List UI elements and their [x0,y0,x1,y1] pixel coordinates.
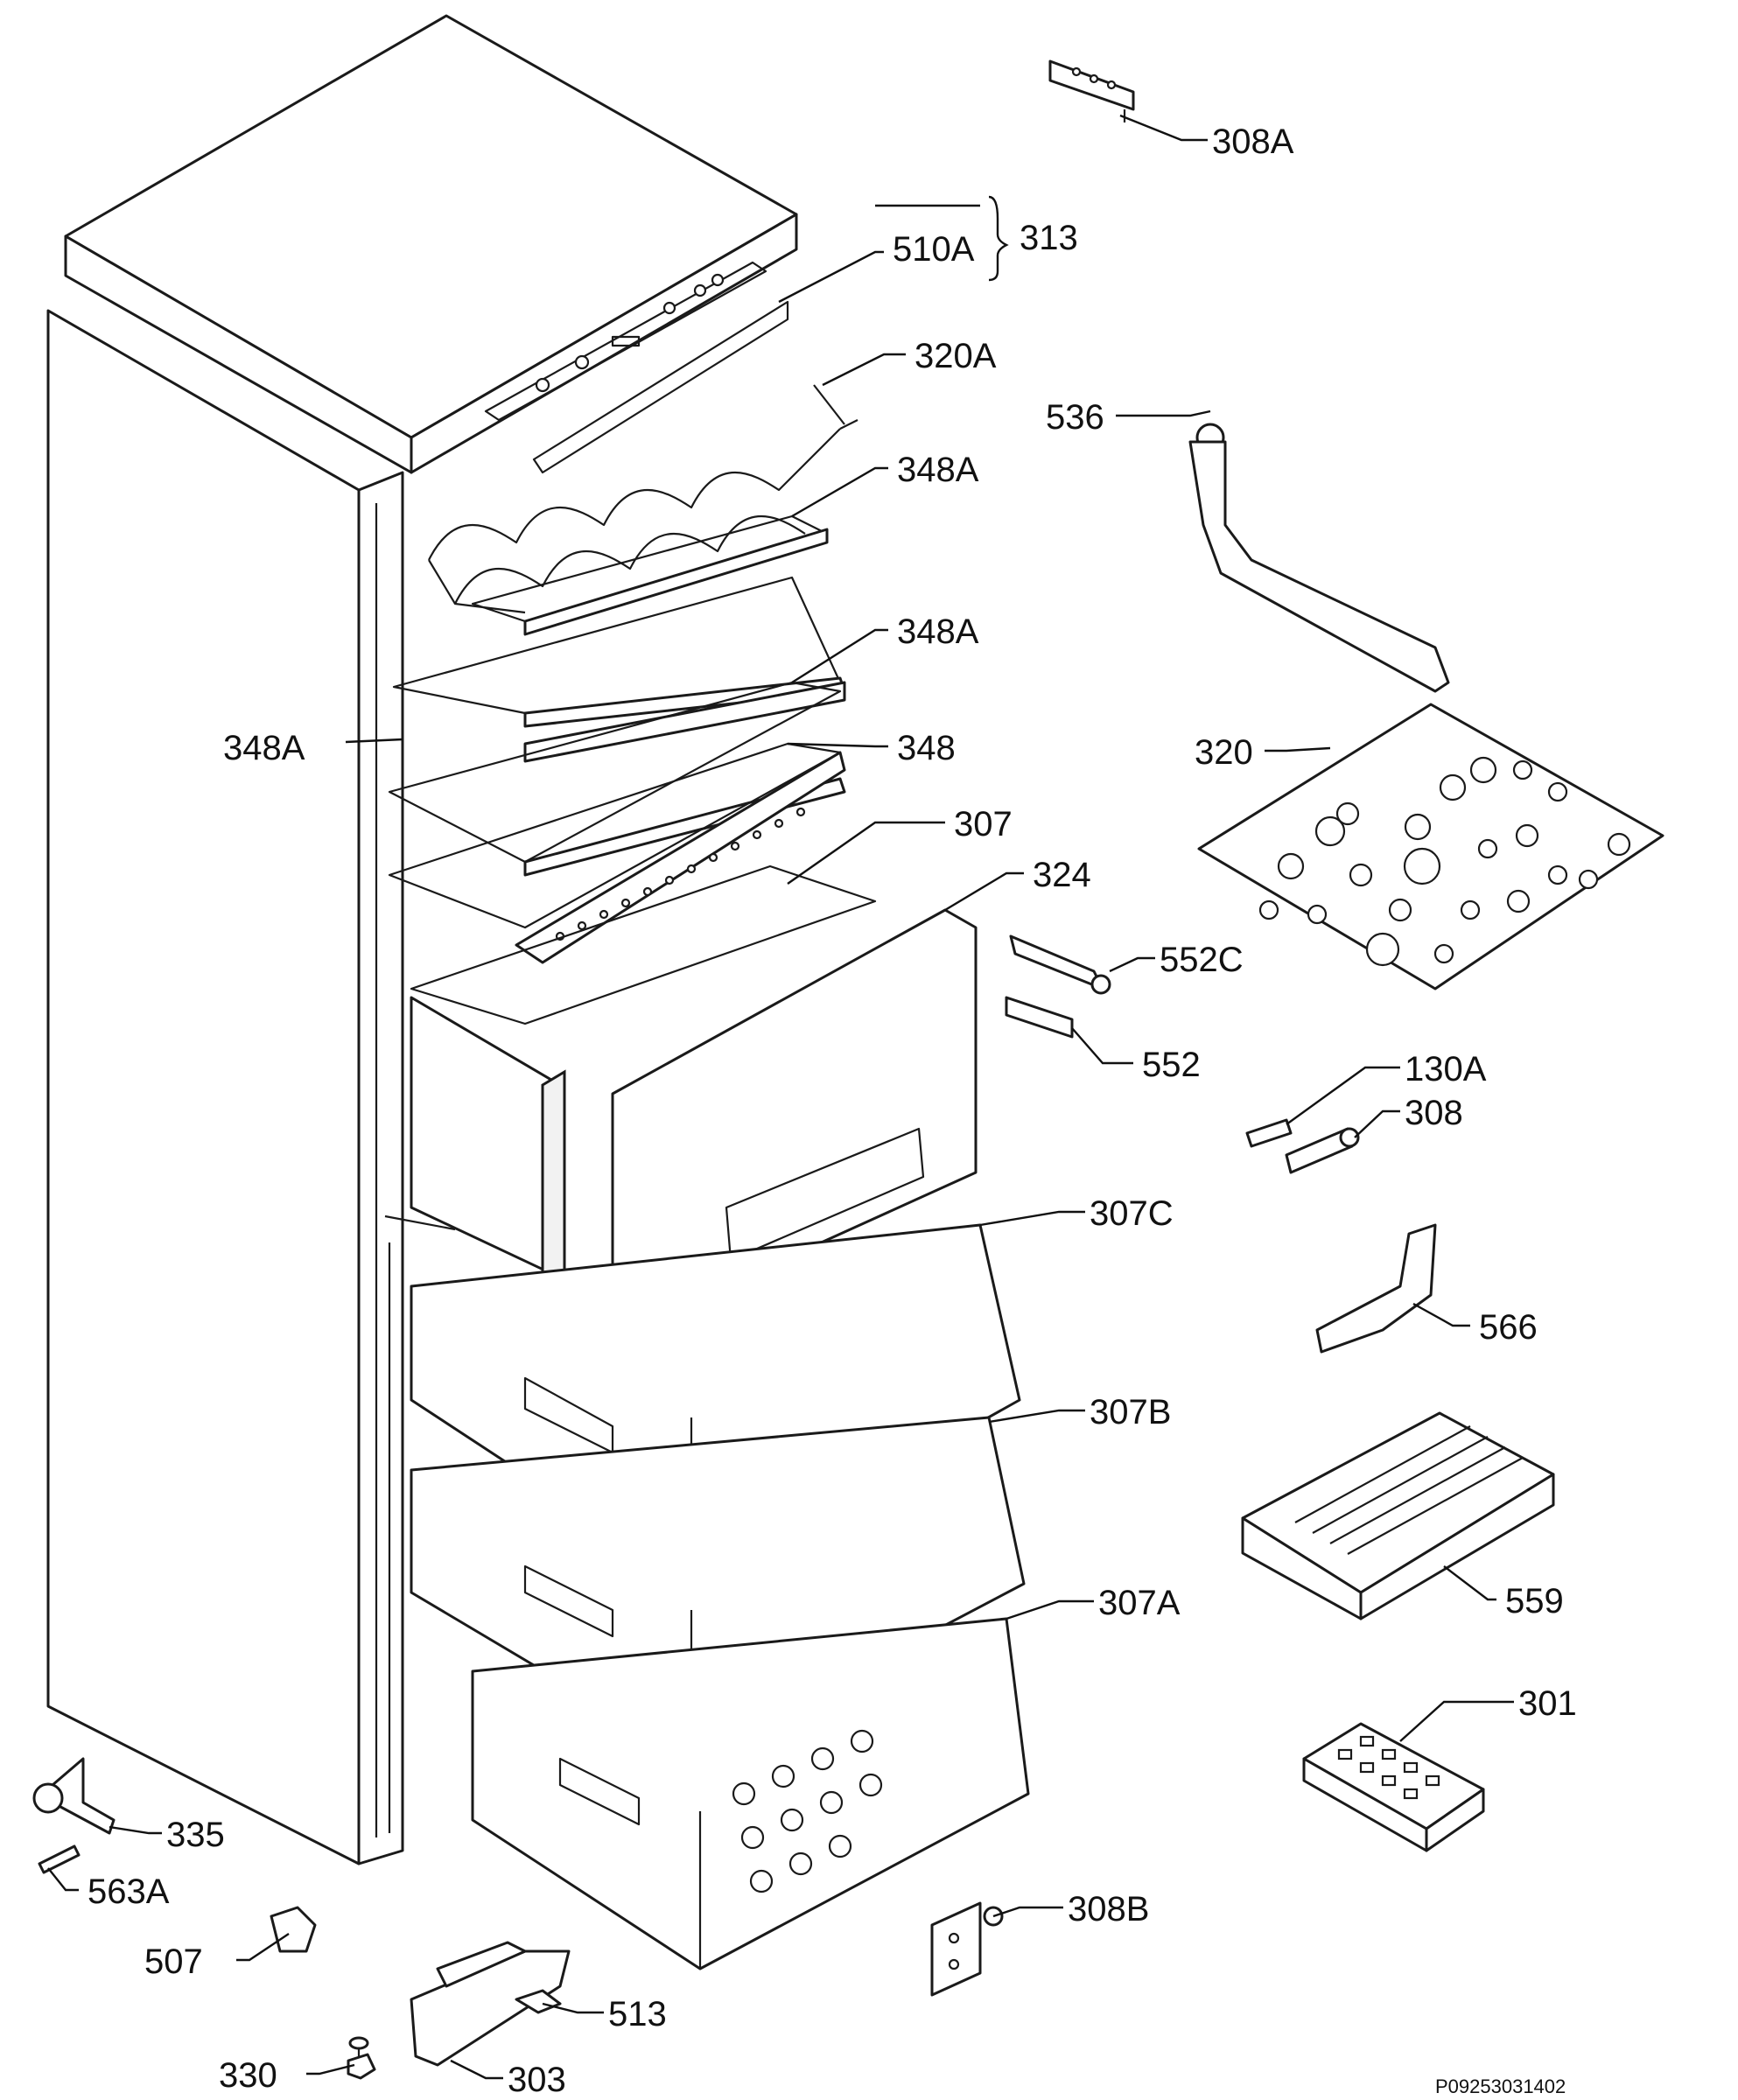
part-130A [1245,1118,1293,1148]
figure-code: P09253031402 [1435,2076,1566,2097]
ice-scraper-566 [1315,1223,1437,1354]
label-307: 307 [954,805,1013,844]
kick-plate-303 [410,1941,571,2067]
label-335: 335 [166,1816,225,1854]
label-301: 301 [1518,1684,1577,1723]
label-307A: 307A [1098,1584,1181,1622]
foot-513 [515,1989,562,2014]
ice-tray-559 [1241,1411,1555,1620]
pin-563A [38,1844,81,1874]
ice-cube-tray-301 [1302,1722,1485,1852]
drawer-307A [471,1617,1030,1970]
wine-rack-320A [428,384,858,614]
label-563A: 563A [88,1872,170,1911]
rail-552 [1005,996,1074,1039]
label-552C: 552C [1160,941,1244,979]
cabinet-body [46,309,456,1866]
hinge-308A [1048,60,1135,122]
label-307C: 307C [1090,1194,1174,1233]
label-348A-top: 348A [897,451,979,489]
glass-shelf-348A-top [471,514,829,636]
label-307B: 307B [1090,1393,1171,1432]
label-308A: 308A [1212,122,1294,161]
label-348A-left: 348A [223,729,305,767]
callout-labels: 308A 313 510A 320A 536 348A 348A 348A 34… [88,122,1577,2099]
clip-507 [270,1906,317,1953]
label-330: 330 [219,2056,277,2095]
rail-552C [1009,934,1111,995]
label-308B: 308B [1068,1890,1149,1928]
label-130A: 130A [1405,1050,1487,1088]
freezer-drawer-307 [410,864,877,1289]
leader-lines [47,114,1514,2080]
label-510A: 510A [893,230,975,269]
top-cover-313 [64,14,798,474]
label-552: 552 [1142,1046,1201,1084]
label-536: 536 [1046,398,1104,437]
ice-tray-cover-320 [1197,703,1664,990]
label-507: 507 [144,1942,203,1981]
glass-shelf-348 [388,742,846,964]
label-513: 513 [608,1995,667,2034]
label-303: 303 [508,2061,566,2099]
label-313: 313 [1020,219,1078,257]
label-324: 324 [1033,856,1091,894]
thermostat-knob-icon [535,377,550,393]
label-348: 348 [897,729,956,767]
divider-536 [1188,423,1450,693]
label-559: 559 [1505,1582,1564,1620]
hinge-308B [930,1901,1004,1997]
hinge-308 [1285,1127,1360,1174]
roller-335 [32,1757,116,1835]
screw-330 [347,2036,376,2080]
label-566: 566 [1479,1308,1538,1347]
label-320: 320 [1195,733,1253,772]
label-320A: 320A [915,337,997,375]
label-308: 308 [1405,1094,1463,1132]
label-348A-middle: 348A [897,612,979,651]
